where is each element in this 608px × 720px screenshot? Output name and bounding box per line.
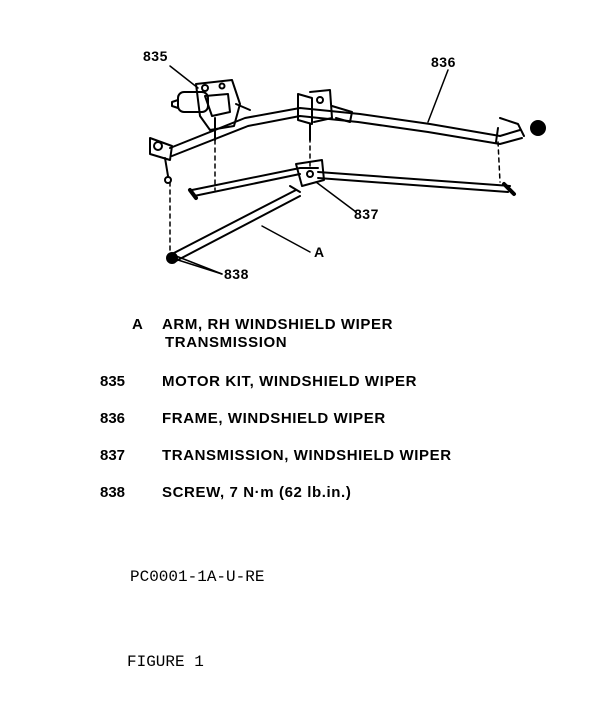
- legend-text: TRANSMISSION, WINDSHIELD WIPER: [162, 447, 452, 464]
- figure-code: PC0001-1A-U-RE: [130, 568, 265, 586]
- legend-text: SCREW, 7 N·m (62 lb.in.): [162, 484, 352, 501]
- figure-title: FIGURE 1: [127, 653, 204, 671]
- legend-code: 837: [100, 447, 126, 464]
- callout-836: 836: [431, 54, 456, 70]
- motor-kit: [171, 79, 251, 141]
- rh-wiper-arm: [166, 189, 301, 264]
- leader-lines: [169, 65, 449, 275]
- right-pivot: [495, 117, 546, 143]
- alignment-lines: [169, 129, 501, 251]
- callout-838: 838: [224, 266, 249, 282]
- callout-837: 837: [354, 206, 379, 222]
- legend-text: FRAME, WINDSHIELD WIPER: [162, 410, 386, 427]
- transmission-linkage: [188, 159, 516, 200]
- legend-line: ARM, RH WINDSHIELD WIPER: [162, 316, 394, 333]
- center-pivot-bracket: [297, 89, 353, 141]
- legend-code: A: [132, 316, 143, 333]
- legend-line-2: TRANSMISSION: [165, 334, 288, 351]
- legend-code: 835: [100, 373, 126, 390]
- legend-text: MOTOR KIT, WINDSHIELD WIPER: [162, 373, 418, 390]
- frame-tube: [149, 107, 523, 184]
- legend-code: 836: [100, 410, 126, 427]
- legend-code: 838: [100, 484, 126, 501]
- callout-835: 835: [143, 48, 168, 64]
- wiper-assembly-diagram: [149, 65, 546, 275]
- callout-a: A: [314, 244, 325, 260]
- legend-text: ARM, RH WINDSHIELD WIPER TRANSMISSION: [162, 316, 393, 352]
